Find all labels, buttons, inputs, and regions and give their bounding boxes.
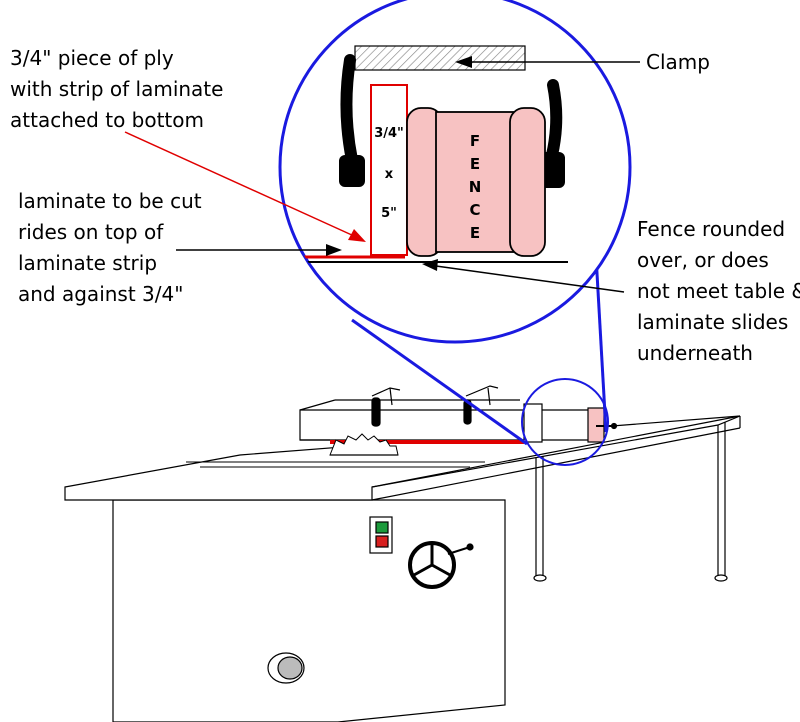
fence-body [299,409,604,441]
ply-arrow-head [348,229,366,242]
leg-foot-right [714,574,728,582]
leg-foot-left [533,574,547,582]
ply-label: 3/4" piece of ply with strip of laminate… [10,46,224,132]
fence-letter-c: C [469,201,480,219]
clamp-jaw-left [339,54,365,187]
dust-port [267,652,305,684]
saw-blade [329,433,399,456]
blade-height-handwheel [408,541,474,589]
leader-arrows [124,56,640,293]
fence-letter-n: N [469,178,482,196]
fence-note-label: Fence rounded over, or does not meet tab… [637,217,800,365]
board-height-label: 5" [381,206,397,221]
laminate-label: laminate to be cut rides on top of lamin… [18,189,202,306]
fence-letter-e1: E [470,155,480,173]
saw-table [64,385,741,722]
laminate-arrow-head [326,244,342,256]
power-switch-box [369,516,393,554]
extension-leg-right [717,419,726,579]
fence-clamp-right [463,385,499,425]
fence-letter-e2: E [470,224,480,242]
magnifier-connector-left [351,318,528,446]
fence-clamp-left [371,387,401,427]
fence-cross-section [406,107,546,257]
extension-leg-left [535,439,544,579]
stop-button [375,535,389,548]
fence-arrow-head [422,259,438,271]
board-x-label: x [385,167,394,182]
magnifier: 3/4" x 5" F E N C E [278,0,632,466]
cabinet-front [112,499,506,722]
fence-letter-f: F [470,132,480,150]
clamp-arrow-head [455,56,472,68]
magnifier-small-circle [521,378,609,466]
clamp-bar [354,45,526,71]
start-button [375,521,389,534]
clamp-label: Clamp [646,50,710,74]
board-thickness-label: 3/4" [374,126,404,141]
